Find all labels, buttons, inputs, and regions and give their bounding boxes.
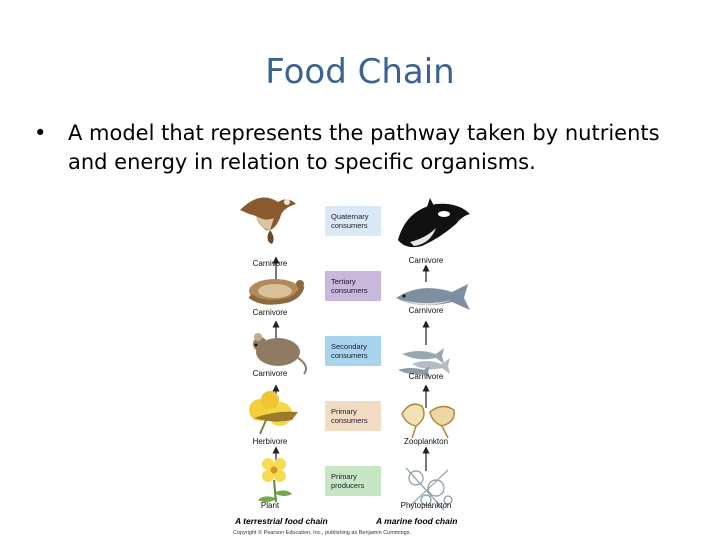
- level-label: Secondary consumers: [331, 342, 368, 360]
- level-label: Primary consumers: [331, 407, 368, 425]
- level-tertiary-consumers: Tertiary consumers: [325, 271, 381, 301]
- marine-label: Carnivore: [408, 372, 444, 381]
- snake-icon: [248, 279, 305, 305]
- bullet-point: • A model that represents the pathway ta…: [34, 119, 694, 177]
- mouse-icon: [253, 333, 307, 375]
- terrestrial-chain-title: A terrestrial food chain: [235, 516, 328, 526]
- marine-label: Carnivore: [408, 306, 444, 315]
- bullet-marker: •: [34, 121, 47, 145]
- small-fish-icon: [398, 348, 450, 378]
- bullet-text: A model that represents the pathway take…: [68, 121, 660, 174]
- orca-icon: [398, 198, 470, 248]
- level-secondary-consumers: Secondary consumers: [325, 336, 381, 366]
- level-label: Quaternary consumers: [331, 212, 369, 230]
- marine-label: Carnivore: [408, 256, 444, 265]
- level-primary-producers: Primary producers: [325, 466, 381, 496]
- terrestrial-label: Plant: [260, 501, 280, 510]
- level-quaternary-consumers: Quaternary consumers: [325, 206, 381, 236]
- zooplankton-icon: [401, 403, 455, 439]
- slide-title: Food Chain: [265, 52, 455, 92]
- copyright-note: Copyright © Pearson Education, Inc., pub…: [233, 530, 412, 536]
- food-chain-illustration: [240, 197, 470, 511]
- terrestrial-label: Carnivore: [252, 369, 288, 378]
- level-label: Tertiary consumers: [331, 277, 368, 295]
- flower-icon: [258, 458, 292, 503]
- terrestrial-label: Carnivore: [252, 259, 288, 268]
- level-primary-consumers: Primary consumers: [325, 401, 381, 431]
- level-label: Primary producers: [331, 472, 365, 490]
- terrestrial-label: Carnivore: [252, 308, 288, 317]
- marine-chain-title: A marine food chain: [376, 516, 458, 526]
- marine-label: Phytoplankton: [400, 501, 452, 510]
- terrestrial-label: Herbivore: [252, 437, 288, 446]
- food-chain-figure: Quaternary consumers Tertiary consumers …: [230, 188, 480, 540]
- grasshopper-icon: [249, 391, 298, 435]
- hawk-icon: [240, 197, 296, 244]
- phytoplankton-icon: [405, 467, 453, 511]
- marine-label: Zooplankton: [403, 437, 449, 446]
- tuna-icon: [396, 284, 470, 310]
